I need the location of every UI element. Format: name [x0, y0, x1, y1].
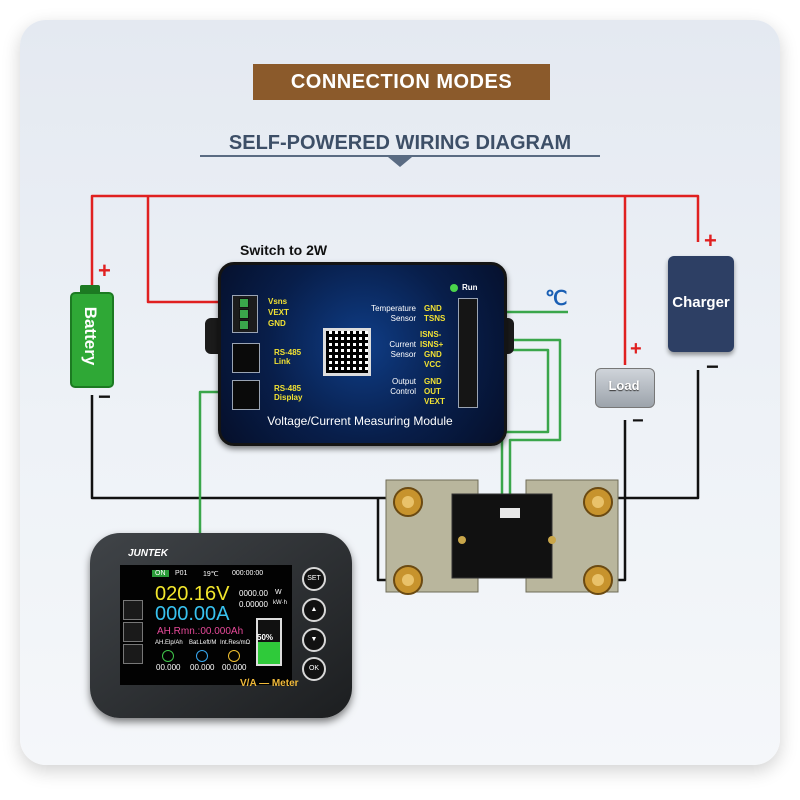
current-pin-isns-minus: ISNS-: [420, 330, 442, 339]
module-title: Voltage/Current Measuring Module: [267, 414, 453, 428]
terminal-pin: [239, 298, 249, 308]
meter-set-button[interactable]: SET: [302, 567, 326, 591]
current-pin-isns-plus: ISNS+: [420, 340, 444, 349]
diagram-subtitle: SELF-POWERED WIRING DIAGRAM: [228, 132, 572, 154]
current-pin-gnd: GND: [424, 350, 442, 359]
subtitle-arrow: [388, 157, 412, 167]
wire-positive-vsns: [146, 196, 235, 304]
meter-ah-icon: [162, 650, 174, 662]
terminal-pin: [239, 320, 249, 330]
charger-label: Charger: [672, 294, 730, 311]
meter-resistance-icon: [228, 650, 240, 662]
charger: [668, 256, 734, 352]
temperature-symbol: ℃: [545, 288, 568, 310]
meter-battery-gauge: [256, 618, 282, 666]
rs485-link-label: RS-485 Link: [274, 348, 302, 366]
meter-col-value-1: 00.000: [156, 663, 181, 672]
subtitle-underline: [200, 155, 600, 157]
current-pin-vcc: VCC: [424, 360, 441, 369]
current-sensor-label: Current Sensor: [389, 340, 416, 359]
switch-note: Switch to 2W: [240, 242, 328, 258]
battery-label: Battery: [81, 306, 100, 366]
meter-side-button-2[interactable]: [123, 622, 143, 642]
meter-voltage: 020.16V: [155, 583, 230, 605]
wire-positive-main: [90, 194, 700, 288]
meter-energy: 0.00000: [239, 600, 268, 609]
temp-sensor-label: Temperature Sensor: [371, 304, 416, 323]
wire-current-sensor-1: [475, 338, 562, 510]
terminal-label-vsns: Vsns: [268, 297, 288, 306]
meter-program: P01: [175, 570, 188, 577]
meter-power-unit: W: [275, 589, 282, 596]
meter-up-button[interactable]: ▲: [302, 598, 326, 622]
meter-col-label-3: Int.Res/mΩ: [220, 640, 251, 646]
charger-minus: −: [706, 354, 719, 379]
battery-cap: [80, 285, 100, 293]
meter-time: 000:00:00: [232, 570, 264, 577]
meter-footer: V/A — Meter: [240, 678, 299, 689]
meter-down-button[interactable]: ▼: [302, 628, 326, 652]
wire-negative-battery: [90, 395, 405, 500]
qr-code: [323, 328, 371, 376]
battery: [70, 292, 114, 388]
terminal-label-vext: VEXT: [268, 308, 289, 317]
meter-battery-pct: 50%: [257, 633, 274, 642]
charger-plus: +: [704, 228, 717, 253]
terminal-block-right: [458, 298, 478, 408]
meter-side-button-3[interactable]: [123, 644, 143, 664]
rs485-link-port: [232, 343, 260, 373]
battery-minus: −: [98, 384, 111, 409]
temp-pin-tsns: TSNS: [424, 314, 446, 323]
meter-brand: JUNTEK: [128, 548, 169, 559]
meter-current: 000.00A: [155, 603, 230, 625]
battery-plus: +: [98, 258, 111, 283]
meter-on-badge: ON: [152, 570, 169, 577]
meter-side-button-1[interactable]: [123, 600, 143, 620]
page-title: CONNECTION MODES: [253, 64, 550, 100]
load-minus: −: [632, 410, 644, 432]
meter-col-value-2: 00.000: [190, 663, 215, 672]
rs485-display-port: [232, 380, 260, 410]
meter-remaining: AH.Rmn.:00.000Ah: [157, 626, 244, 637]
meter-energy-unit: kW·h: [273, 600, 287, 606]
wire-negative-charger: [610, 370, 700, 500]
run-led: [450, 284, 458, 292]
meter-ok-button[interactable]: OK: [302, 657, 326, 681]
rs485-display-label: RS-485 Display: [274, 384, 303, 402]
meter-col-value-3: 00.000: [222, 663, 247, 672]
meter-col-label-1: AH.Elp/Ah: [155, 640, 183, 646]
meter-temp: 19℃: [203, 571, 219, 578]
load-label: Load: [608, 378, 640, 393]
output-pin-gnd: GND: [424, 377, 442, 386]
shunt: [385, 479, 619, 595]
output-pin-out: OUT: [424, 387, 441, 396]
meter-power: 0000.00: [239, 589, 268, 598]
meter-time-icon: [196, 650, 208, 662]
meter-col-label-2: Bat.Left/M: [189, 640, 217, 646]
terminal-pin: [239, 309, 249, 319]
load: [595, 368, 655, 408]
output-control-label: Output Control: [390, 377, 416, 396]
run-label: Run: [462, 283, 478, 292]
load-plus: +: [630, 338, 642, 360]
terminal-label-gnd: GND: [268, 319, 286, 328]
temp-pin-gnd: GND: [424, 304, 442, 313]
wire-current-sensor-2: [475, 348, 550, 510]
output-pin-vext: VEXT: [424, 397, 445, 406]
